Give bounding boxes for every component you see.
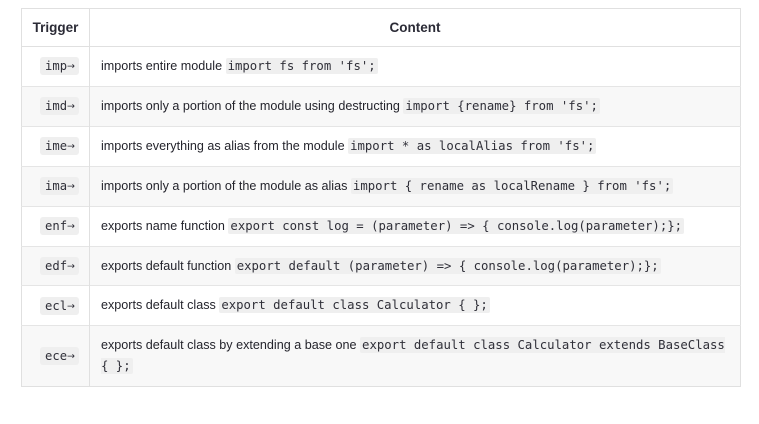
- tab-arrow-icon: →: [67, 260, 75, 272]
- trigger-cell: ece→: [21, 325, 90, 387]
- trigger-cell: imp→: [21, 46, 90, 87]
- table-row: ime→ imports everything as alias from the…: [21, 125, 741, 167]
- content-cell: exports default class by extending a bas…: [89, 325, 741, 387]
- snippets-table: Trigger Content imp→ imports entire modul…: [21, 8, 741, 388]
- column-header-content: Content: [89, 8, 741, 47]
- snippet-code: import { rename as localRename } from 'f…: [350, 177, 674, 194]
- tab-arrow-icon: →: [67, 221, 75, 233]
- content-cell: exports default function export default …: [89, 245, 741, 286]
- tab-arrow-icon: →: [67, 181, 75, 193]
- trigger-chip: ece→: [40, 347, 79, 366]
- table-header: Trigger Content: [21, 8, 741, 47]
- content-cell: imports entire module import fs from 'fs…: [89, 46, 741, 87]
- trigger-chip: edf→: [40, 256, 79, 275]
- trigger-cell: ima→: [21, 165, 90, 207]
- table-row: imp→ imports entire module import fs from…: [21, 46, 741, 87]
- snippet-code: import * as localAlias from 'fs';: [348, 137, 597, 154]
- snippet-description: exports default function: [101, 258, 232, 273]
- trigger-cell: imd→: [21, 85, 90, 127]
- tab-arrow-icon: →: [67, 300, 75, 312]
- trigger-chip: ecl→: [40, 296, 79, 315]
- snippet-code: import fs from 'fs';: [225, 58, 378, 74]
- table-row: ecl→ exports default class export default…: [21, 285, 741, 326]
- content-cell: exports name function export const log =…: [89, 205, 741, 247]
- snippet-code: import {rename} from 'fs';: [403, 97, 600, 114]
- trigger-cell: edf→: [21, 245, 90, 286]
- tab-arrow-icon: →: [67, 351, 75, 363]
- table-row: ima→ imports only a portion of the module…: [21, 165, 741, 207]
- content-cell: imports only a portion of the module as …: [89, 165, 741, 207]
- snippet-description: exports default class by extending a bas…: [101, 338, 357, 353]
- column-header-trigger: Trigger: [21, 8, 90, 47]
- table-row: enf→ exports name function export const l…: [21, 205, 741, 247]
- snippet-description: exports name function: [101, 218, 225, 233]
- snippet-description: exports default class: [101, 298, 216, 313]
- trigger-chip: imp→: [40, 57, 79, 76]
- trigger-chip: ima→: [40, 177, 79, 196]
- snippet-code: export default class Calculator { };: [219, 297, 490, 314]
- trigger-chip: enf→: [40, 217, 79, 236]
- tab-arrow-icon: →: [67, 61, 75, 73]
- trigger-cell: ime→: [21, 125, 90, 167]
- trigger-cell: ecl→: [21, 285, 90, 326]
- trigger-chip: ime→: [40, 137, 79, 156]
- table-header-row: Trigger Content: [21, 8, 741, 47]
- table-row: imd→ imports only a portion of the module…: [21, 85, 741, 127]
- table-row: ece→ exports default class by extending a…: [21, 325, 741, 387]
- snippet-description: imports everything as alias from the mod…: [101, 138, 345, 153]
- tab-arrow-icon: →: [67, 101, 75, 113]
- content-cell: imports everything as alias from the mod…: [89, 125, 741, 167]
- snippet-description: imports only a portion of the module usi…: [101, 98, 400, 113]
- trigger-cell: enf→: [21, 205, 90, 247]
- content-cell: exports default class export default cla…: [89, 285, 741, 326]
- snippet-description: imports only a portion of the module as …: [101, 178, 348, 193]
- content-cell: imports only a portion of the module usi…: [89, 85, 741, 127]
- trigger-chip: imd→: [40, 97, 79, 116]
- table-body: imp→ imports entire module import fs from…: [21, 46, 741, 387]
- snippet-description: imports entire module: [101, 59, 223, 73]
- snippet-code: export const log = (parameter) => { cons…: [228, 217, 685, 234]
- tab-arrow-icon: →: [67, 141, 75, 153]
- table-row: edf→ exports default function export defa…: [21, 245, 741, 286]
- snippet-code: export default (parameter) => { console.…: [234, 257, 661, 274]
